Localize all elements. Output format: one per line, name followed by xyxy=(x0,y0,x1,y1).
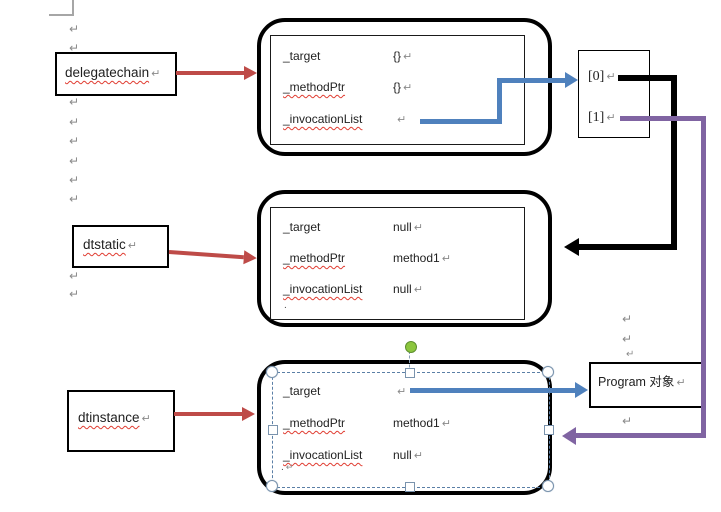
paragraph-mark: ↵ xyxy=(403,81,413,94)
purple-arrow-seg-h1[interactable] xyxy=(620,116,706,121)
callout-delegatechain-label: delegatechain xyxy=(65,65,150,80)
paragraph-mark: ↵ xyxy=(69,22,80,36)
paragraph-mark: ↵ xyxy=(69,41,80,55)
field-value: {} xyxy=(393,49,402,63)
field-value: null xyxy=(393,220,412,234)
field-name: _methodPtr xyxy=(283,251,346,265)
field-value: null xyxy=(393,282,412,296)
callout-dtinstance[interactable]: dtinstance↵ xyxy=(67,390,175,452)
text-boundary-corner-horizontal xyxy=(49,14,74,16)
black-arrow-seg-h2[interactable] xyxy=(578,244,677,250)
field-value: {} xyxy=(393,80,402,94)
invocation-array-box[interactable]: [0]↵ [1]↵ xyxy=(578,50,650,138)
paragraph-mark: ↵ xyxy=(413,283,423,296)
field-name: _invocationList xyxy=(283,448,363,462)
blue-arrow-invocationlist-seg-h2[interactable] xyxy=(502,78,565,83)
delegatechain-fields-rect[interactable] xyxy=(270,35,525,145)
paragraph-mark: ↵ xyxy=(606,111,616,124)
paragraph-mark: ↵ xyxy=(441,252,451,265)
red-arrow-delegatechain-shaft[interactable] xyxy=(176,71,244,75)
paragraph-mark: ↵ xyxy=(397,385,407,398)
callout-dtstatic[interactable]: dtstatic↵ xyxy=(72,225,169,268)
paragraph-mark: ↵ xyxy=(127,239,137,252)
paragraph-mark: ↵ xyxy=(69,173,80,187)
blue-arrow-invocationlist-head xyxy=(565,72,578,88)
paragraph-mark: ↵ xyxy=(151,67,161,80)
field-name: _invocationList xyxy=(283,282,363,296)
field-name: _target xyxy=(283,220,321,234)
field-value: method1 xyxy=(393,251,440,265)
black-arrow-head xyxy=(564,238,579,256)
paragraph-mark: ↵ xyxy=(69,269,80,283)
blue-arrow-target-head xyxy=(575,382,588,398)
red-arrow-delegatechain-head xyxy=(244,66,257,80)
rotate-handle-stem xyxy=(409,351,410,372)
paragraph-mark: ↵ xyxy=(622,414,633,428)
paragraph-mark: ↵ xyxy=(676,376,686,389)
red-arrow-dtstatic[interactable] xyxy=(168,244,259,266)
purple-arrow-seg-v[interactable] xyxy=(701,116,706,437)
paragraph-mark: ↵ xyxy=(606,70,616,83)
field-name: _invocationList xyxy=(283,112,363,126)
red-arrow-dtinstance-shaft[interactable] xyxy=(174,412,242,416)
paragraph-mark: ↵ xyxy=(441,417,451,430)
field-name: _methodPtr xyxy=(283,80,346,94)
array-item-1: [1] xyxy=(588,110,605,125)
paragraph-mark: ↵ xyxy=(141,412,151,425)
delegatechain-shape[interactable] xyxy=(257,18,552,156)
purple-arrow-head xyxy=(562,427,576,445)
field-name: _target xyxy=(283,384,321,398)
blue-arrow-target-shaft[interactable] xyxy=(410,388,575,393)
paragraph-mark: ↵ xyxy=(69,115,80,129)
dtstatic-shape[interactable] xyxy=(257,190,552,327)
red-arrow-dtinstance-head xyxy=(242,407,255,421)
paragraph-mark: ↵ xyxy=(403,50,413,63)
resize-handle-bottom-center[interactable] xyxy=(405,482,415,492)
paragraph-mark: ↵ xyxy=(413,449,423,462)
blue-arrow-invocationlist-seg-v[interactable] xyxy=(497,78,502,124)
stray-period: .↵ xyxy=(281,462,294,473)
paragraph-mark: ↵ xyxy=(397,113,407,126)
field-name: _target xyxy=(283,49,321,63)
text-boundary-corner-vertical xyxy=(72,0,74,15)
dtstatic-fields-rect[interactable] xyxy=(270,207,525,320)
paragraph-mark: ↵ xyxy=(69,287,80,301)
paragraph-mark: ↵ xyxy=(69,134,80,148)
array-item-0: [0] xyxy=(588,69,605,84)
field-value: null xyxy=(393,448,412,462)
paragraph-mark: ↵ xyxy=(69,95,80,109)
program-object-label: Program 对象 xyxy=(598,375,675,389)
resize-handle-middle-left[interactable] xyxy=(268,425,278,435)
purple-arrow-seg-h2[interactable] xyxy=(576,433,706,438)
program-object-box[interactable]: Program 对象↵ xyxy=(589,362,704,408)
callout-dtinstance-label: dtinstance xyxy=(78,410,140,425)
paragraph-mark: ↵ xyxy=(69,154,80,168)
callout-delegatechain[interactable]: delegatechain↵ xyxy=(55,52,177,96)
resize-handle-middle-right[interactable] xyxy=(544,425,554,435)
paragraph-mark: ↵ xyxy=(285,463,294,473)
field-name: _methodPtr xyxy=(283,416,346,430)
black-arrow-seg-v[interactable] xyxy=(671,75,677,250)
selected-shape-outline[interactable] xyxy=(272,372,550,488)
paragraph-mark: ↵ xyxy=(413,221,423,234)
resize-handle-top-right[interactable] xyxy=(542,366,554,378)
blue-arrow-invocationlist-seg-h1[interactable] xyxy=(420,119,502,124)
callout-dtstatic-label: dtstatic xyxy=(83,237,126,252)
rotate-handle[interactable] xyxy=(405,341,417,353)
resize-handle-top-center[interactable] xyxy=(405,368,415,378)
paragraph-mark: ↵ xyxy=(622,332,633,346)
resize-handle-bottom-left[interactable] xyxy=(266,480,278,492)
resize-handle-top-left[interactable] xyxy=(266,366,278,378)
black-arrow-seg-h1[interactable] xyxy=(618,75,677,81)
paragraph-mark: ↵ xyxy=(622,312,633,326)
stray-period: . xyxy=(284,300,287,311)
paragraph-mark: ↵ xyxy=(626,349,635,360)
paragraph-mark: ↵ xyxy=(69,192,80,206)
resize-handle-bottom-right[interactable] xyxy=(542,480,554,492)
field-value: method1 xyxy=(393,416,440,430)
